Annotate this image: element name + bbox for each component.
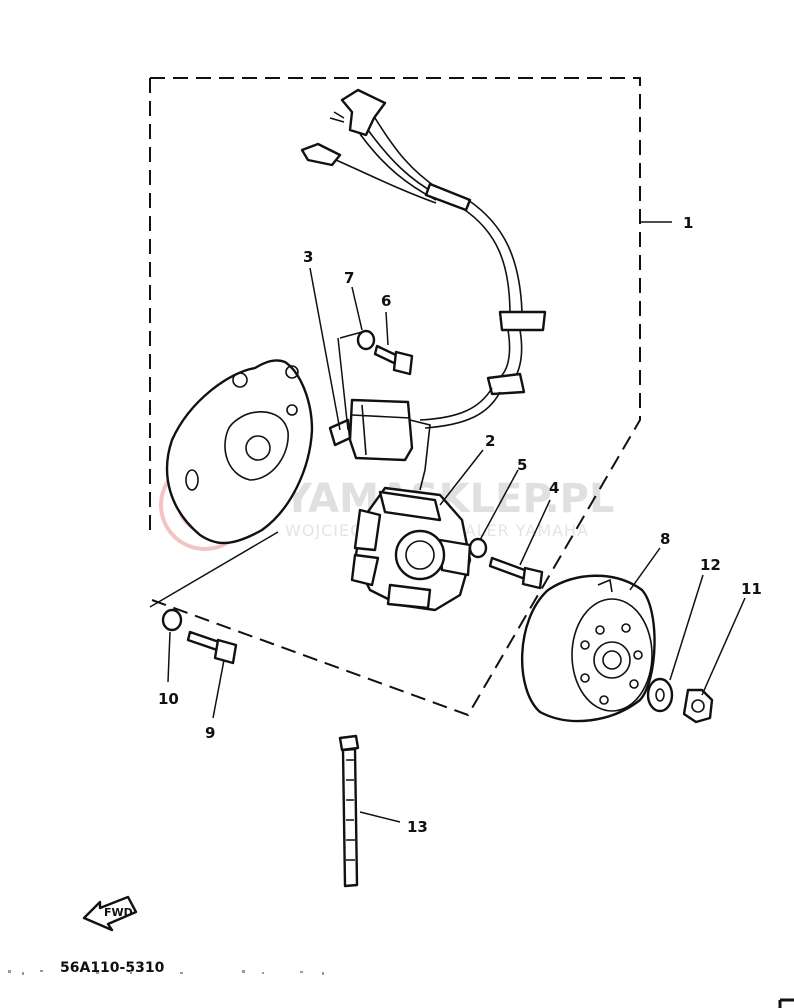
callout-8: 8 — [660, 530, 670, 548]
callout-10: 10 — [158, 690, 179, 708]
scan-noise — [8, 970, 324, 975]
stator-screw-assembly — [468, 537, 544, 590]
flywheel-rotor — [520, 574, 656, 723]
rotor-nut — [682, 688, 714, 724]
rotor-washer-hole — [655, 688, 665, 702]
callout-7: 7 — [344, 269, 354, 287]
callout-13: 13 — [407, 818, 428, 836]
diagram-code: 56A110-5310 — [60, 960, 165, 976]
rotor-nut-hole — [691, 699, 705, 713]
callout-9: 9 — [205, 724, 215, 742]
cable-tie — [338, 734, 360, 888]
callout-11: 11 — [741, 580, 762, 598]
stator-backing-plate — [165, 359, 314, 545]
callout-1: 1 — [683, 214, 693, 232]
lead-lines — [149, 267, 746, 823]
page-corner-mark — [778, 998, 794, 1008]
callout-6: 6 — [381, 292, 391, 310]
rotor-washer — [646, 677, 674, 713]
ignition-coil — [328, 398, 431, 491]
callout-3: 3 — [303, 248, 313, 266]
wire-harness — [300, 88, 547, 429]
stator — [350, 486, 472, 612]
assembly-boundary — [149, 77, 641, 717]
callout-5: 5 — [517, 456, 527, 474]
coil-screw-assembly — [356, 329, 414, 376]
callout-2: 2 — [485, 432, 495, 450]
callout-12: 12 — [700, 556, 721, 574]
callout-4: 4 — [549, 479, 559, 497]
fwd-label: FWD — [104, 906, 133, 919]
plate-screw-assembly — [161, 608, 238, 665]
fwd-arrow: FWD — [82, 895, 138, 932]
